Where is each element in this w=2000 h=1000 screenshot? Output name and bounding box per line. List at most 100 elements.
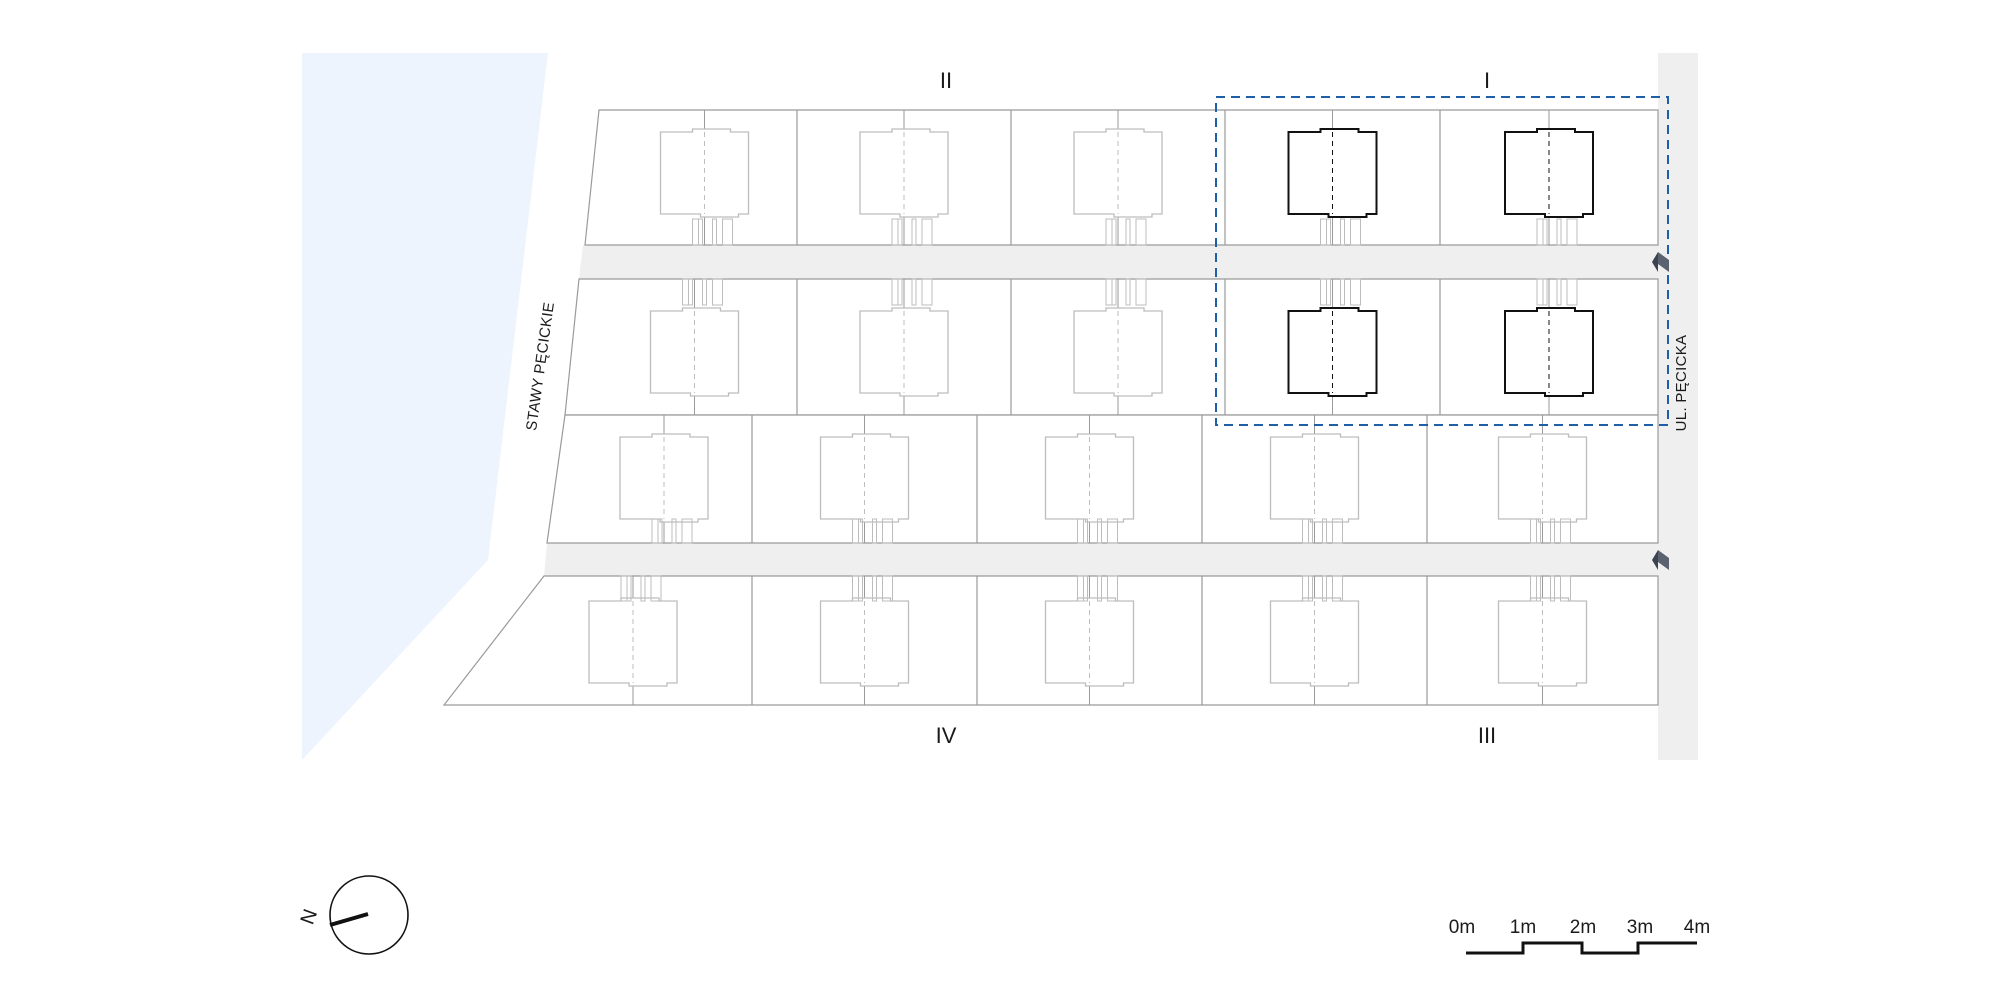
- driveway-mark: [712, 218, 717, 246]
- driveway-mark: [872, 518, 877, 544]
- plot-4-5: [1497, 575, 1588, 705]
- driveway-mark: [1125, 218, 1131, 246]
- driveway-mark: [1340, 218, 1345, 246]
- driveway-mark: [1111, 278, 1117, 306]
- driveway-mark: [911, 218, 917, 246]
- driveway-mark: [1097, 518, 1102, 544]
- driveway-mark: [671, 518, 677, 544]
- driveway-mark: [911, 278, 917, 306]
- driveway-mark: [882, 518, 893, 544]
- driveway-mark: [897, 278, 903, 306]
- driveway-mark: [1097, 575, 1102, 602]
- plot-2-4[interactable]: [1287, 278, 1378, 415]
- plot-1-1: [659, 110, 750, 246]
- scale-label-3: 3m: [1627, 917, 1653, 938]
- scale-label-0: 0m: [1449, 917, 1475, 938]
- driveway-mark: [872, 575, 877, 602]
- driveway-mark: [1322, 518, 1327, 544]
- phase-label-IV: IV: [936, 723, 957, 748]
- plot-3-4: [1269, 415, 1360, 544]
- driveway-mark: [858, 575, 863, 602]
- driveway-mark: [897, 218, 903, 246]
- plot-4-1: [588, 575, 678, 705]
- driveway-mark: [1350, 218, 1361, 246]
- pond-area: [302, 53, 548, 760]
- phase-label-III: III: [1478, 723, 1496, 748]
- street-east: [1658, 53, 1698, 760]
- plot-2-3: [1073, 278, 1163, 415]
- driveway-mark: [1308, 518, 1313, 544]
- driveway-mark: [681, 518, 693, 544]
- plot-4-3: [1044, 575, 1135, 705]
- scale-label-2: 2m: [1570, 917, 1596, 938]
- plot-2-1: [649, 278, 740, 415]
- street-label-ul-pecicka: UL. PĘCICKA: [1673, 335, 1690, 432]
- plot-3-3: [1044, 415, 1135, 544]
- street-label-stawy-pecickie: STAWY PĘCICKIE: [523, 301, 558, 432]
- driveway-mark: [1083, 575, 1088, 602]
- plot-2-5[interactable]: [1504, 278, 1594, 415]
- phase-label-I[interactable]: I: [1484, 68, 1490, 93]
- driveway-mark: [1550, 518, 1555, 544]
- plot-4-4: [1269, 575, 1360, 705]
- driveway-mark: [1556, 218, 1562, 246]
- plot-1-5[interactable]: [1504, 110, 1594, 246]
- entrance-marker-south-tip: [1652, 550, 1658, 570]
- plot-1-3: [1073, 110, 1163, 246]
- scale-label-1: 1m: [1510, 917, 1536, 938]
- north-needle: [329, 912, 369, 927]
- plot-4-2: [819, 575, 910, 705]
- driveway-mark: [1107, 575, 1118, 602]
- internal-road-2: [544, 543, 1658, 576]
- plot-1-4[interactable]: [1287, 110, 1378, 246]
- entrance-marker-north-tip: [1652, 252, 1658, 272]
- driveway-mark: [1550, 575, 1555, 602]
- phase-label-II: II: [940, 68, 952, 93]
- driveway-mark: [1556, 278, 1562, 306]
- driveway-mark: [1332, 575, 1343, 602]
- driveway-mark: [1308, 575, 1313, 602]
- driveway-mark: [1350, 278, 1361, 306]
- driveway-mark: [1107, 518, 1118, 544]
- driveway-mark: [657, 518, 663, 544]
- entrance-marker-north[interactable]: [1658, 252, 1669, 272]
- driveway-mark: [688, 278, 693, 306]
- driveway-mark: [650, 575, 662, 602]
- driveway-mark: [1566, 278, 1578, 306]
- driveway-mark: [702, 278, 707, 306]
- driveway-mark: [858, 518, 863, 544]
- driveway-mark: [1566, 218, 1578, 246]
- plot-2-2: [859, 278, 949, 415]
- driveway-mark: [1560, 518, 1571, 544]
- driveway-mark: [1083, 518, 1088, 544]
- driveway-mark: [882, 575, 893, 602]
- plot-3-5: [1497, 415, 1588, 544]
- driveway-mark: [1326, 278, 1331, 306]
- driveway-mark: [722, 218, 733, 246]
- plot-3-1: [619, 415, 709, 544]
- driveway-mark: [1536, 518, 1541, 544]
- north-letter: N: [297, 906, 323, 927]
- driveway-mark: [1322, 575, 1327, 602]
- driveway-mark: [1135, 218, 1147, 246]
- compass-icon: [329, 875, 409, 955]
- driveway-mark: [1340, 278, 1345, 306]
- north-arrow: N: [297, 875, 409, 955]
- scale-label-4: 4m: [1684, 917, 1710, 938]
- scale-bar: 0m 1m 2m 3m 4m: [1449, 917, 1710, 955]
- driveway-mark: [640, 575, 646, 602]
- driveway-mark: [626, 575, 632, 602]
- driveway-mark: [1111, 218, 1117, 246]
- driveway-mark: [1560, 575, 1571, 602]
- entrance-marker-south[interactable]: [1658, 550, 1669, 570]
- driveway-mark: [698, 218, 703, 246]
- driveway-mark: [1125, 278, 1131, 306]
- internal-road-1: [579, 245, 1658, 279]
- driveway-mark: [1135, 278, 1147, 306]
- driveway-mark: [712, 278, 723, 306]
- plot-1-2: [859, 110, 949, 246]
- driveway-mark: [1326, 218, 1331, 246]
- driveway-mark: [1542, 278, 1548, 306]
- driveway-mark: [1542, 218, 1548, 246]
